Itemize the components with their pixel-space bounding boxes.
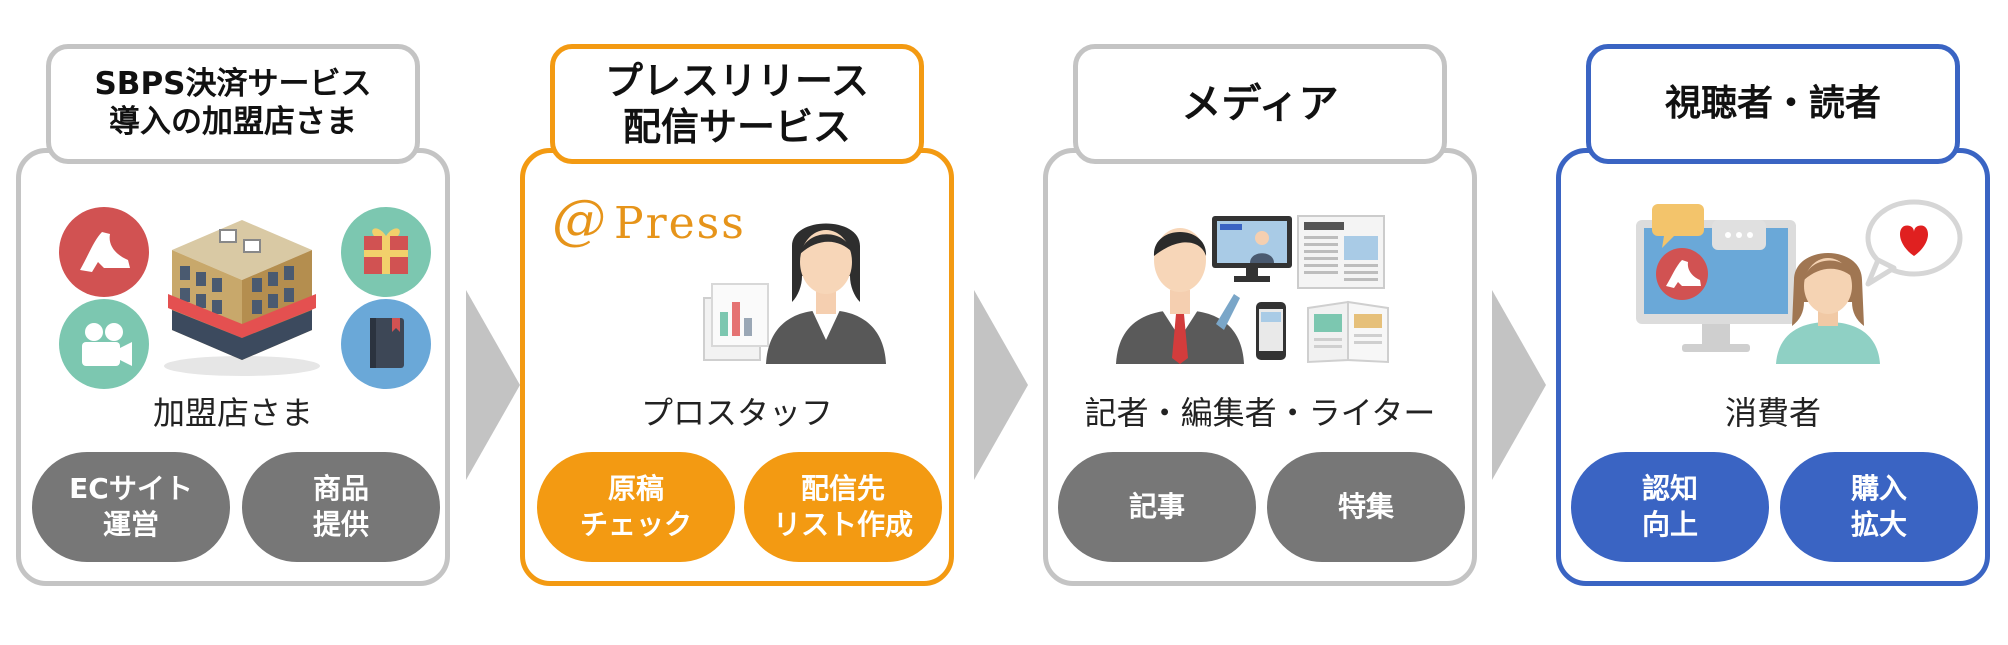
flow-arrow-1 — [466, 290, 520, 480]
merchant-label: 加盟店さま — [152, 394, 313, 432]
media-label: 記者・編集者・ライター — [1084, 394, 1436, 432]
gift-box-icon — [341, 207, 431, 297]
reporter-icon — [1116, 228, 1244, 364]
stage-audience-title: 視聴者・読者 — [1586, 44, 1960, 164]
chat-bubble-icon — [1652, 204, 1766, 250]
audience-label: 消費者 — [1724, 394, 1821, 432]
stage-media-title: メディア — [1073, 44, 1447, 164]
stage-merchant-title: SBPS決済サービス 導入の加盟店さま — [46, 44, 420, 164]
tv-monitor-icon — [1212, 216, 1292, 282]
high-heel-icon — [59, 207, 149, 297]
pill-article: 記事 — [1058, 452, 1256, 562]
pill-feature: 特集 — [1267, 452, 1465, 562]
smartphone-icon — [1256, 302, 1286, 360]
pill-purchase: 購入 拡大 — [1780, 452, 1978, 562]
notebook-icon — [341, 299, 431, 389]
heart-icon — [1865, 199, 1963, 287]
newspaper-icon — [1297, 215, 1385, 289]
pill-distribution-list: 配信先 リスト作成 — [744, 452, 942, 562]
magazine-icon — [1307, 300, 1389, 364]
pill-awareness: 認知 向上 — [1571, 452, 1769, 562]
consumer-woman-icon — [1776, 253, 1880, 364]
press-staff-icon — [766, 223, 886, 364]
film-camera-icon — [59, 299, 149, 389]
flow-arrow-3 — [1492, 290, 1546, 480]
stage-press-title: プレスリリース 配信サービス — [550, 44, 924, 164]
pill-product: 商品 提供 — [242, 452, 440, 562]
document-chart-icon — [703, 283, 769, 361]
atpress-logo: @Press — [552, 188, 746, 251]
press-label: プロスタッフ — [640, 394, 833, 432]
store-building-icon — [164, 220, 320, 376]
pill-manuscript-check: 原稿 チェック — [537, 452, 735, 562]
pill-ec-site: ECサイト 運営 — [32, 452, 230, 562]
flow-arrow-2 — [974, 290, 1028, 480]
